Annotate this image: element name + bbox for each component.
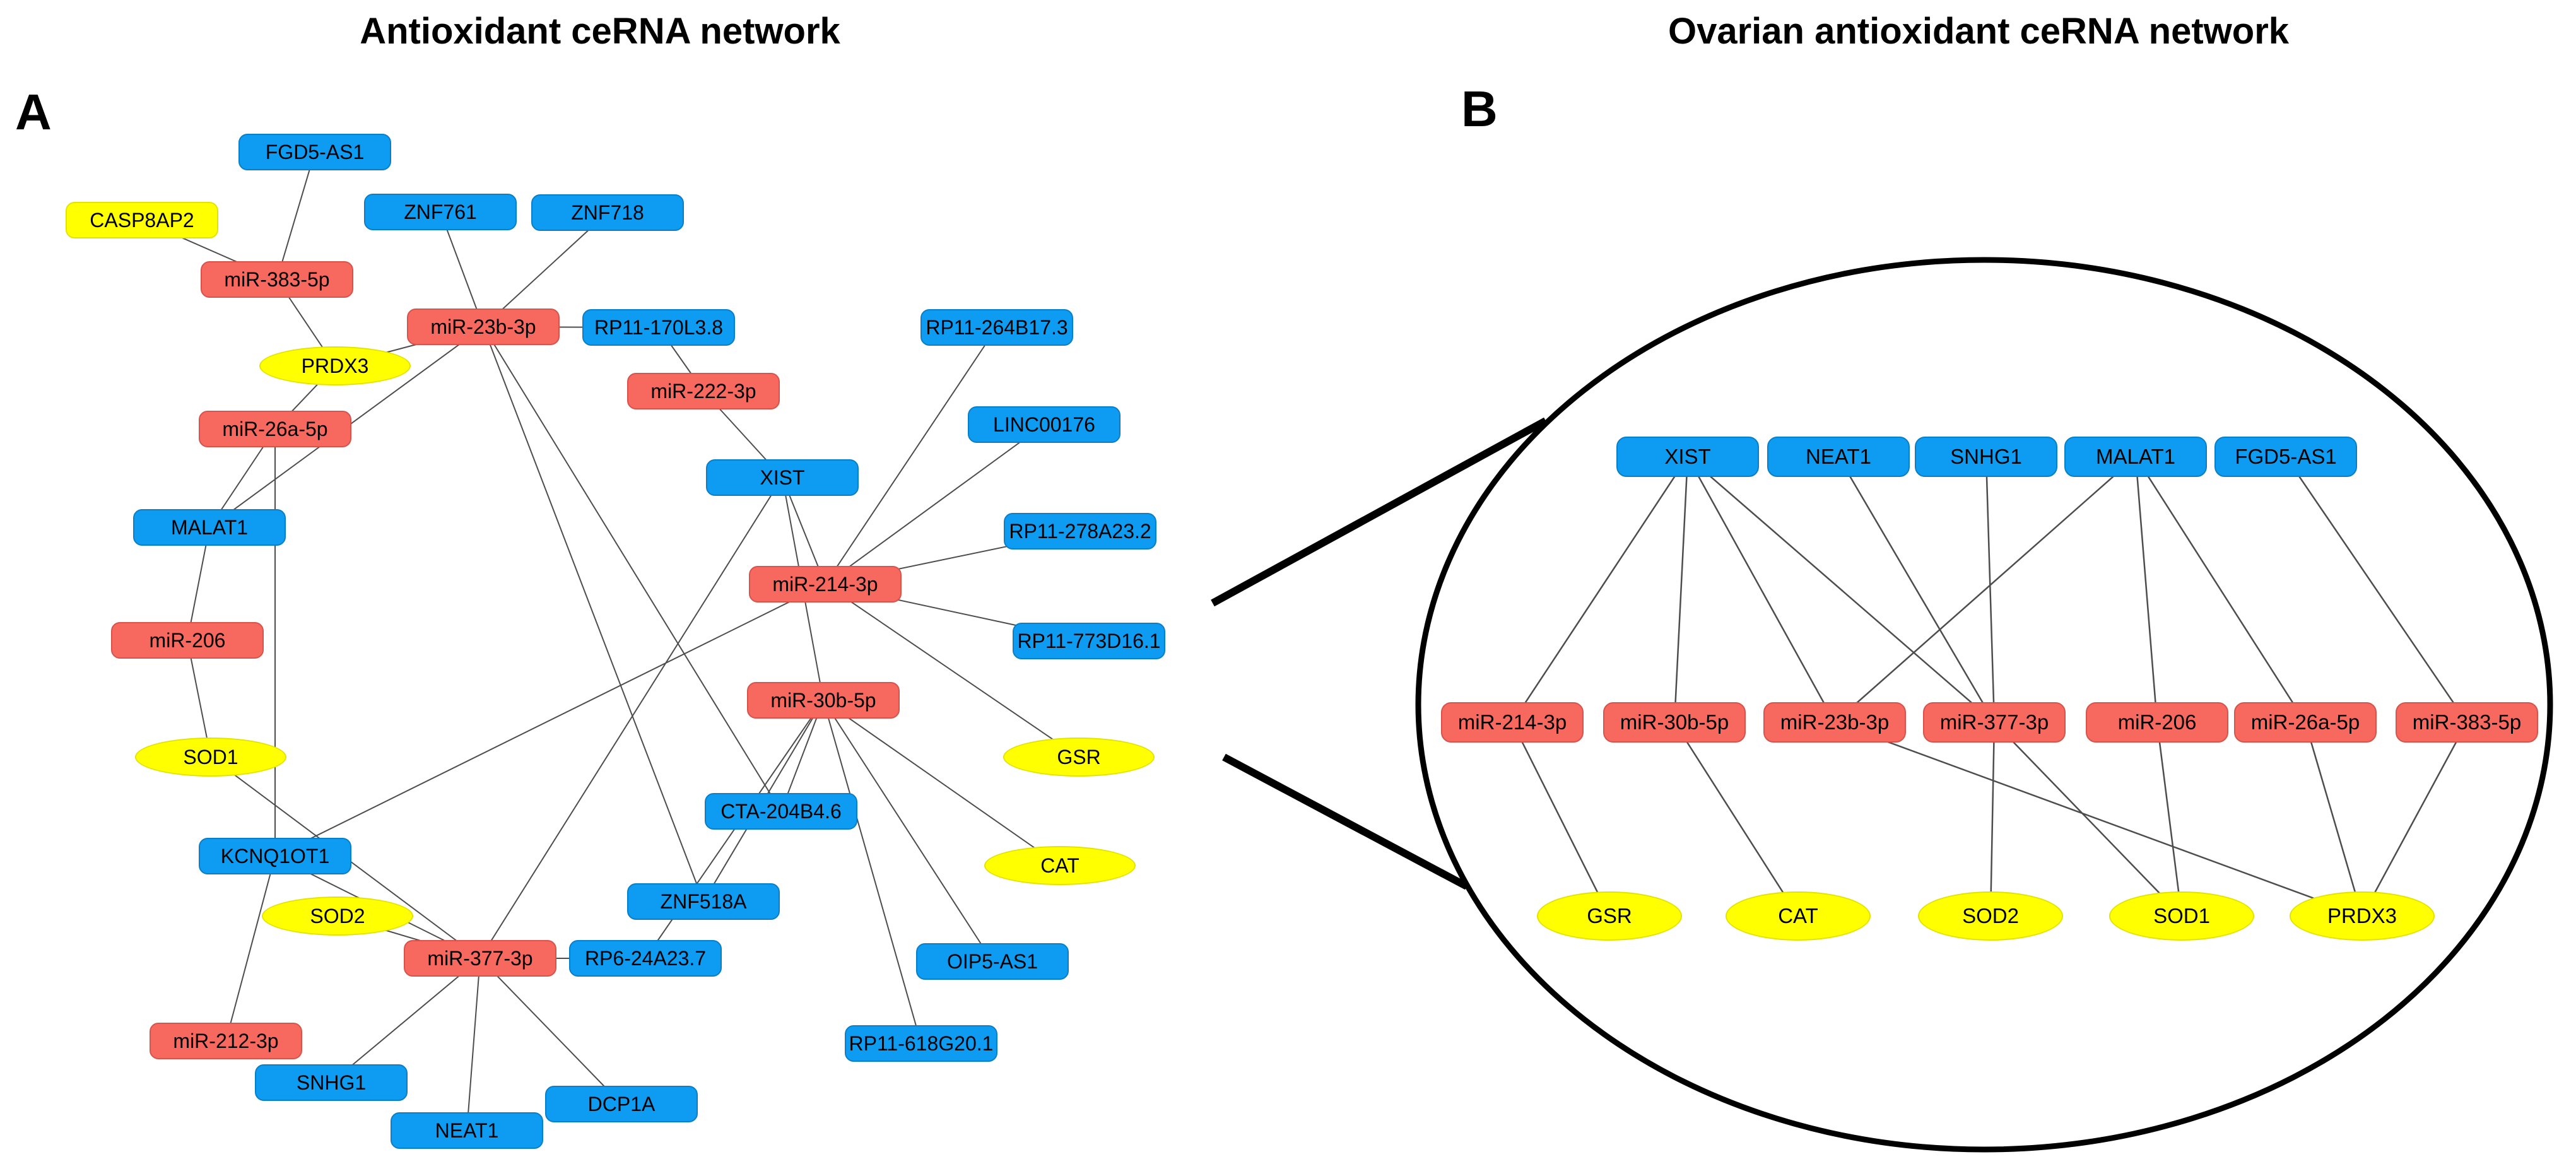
node-malat1: MALAT1 [133,509,286,546]
node-sod2: SOD2 [1918,891,2063,941]
edge-miR-23b-3p--PRDX3 [1834,721,2363,917]
node-mir-377-3p: miR-377-3p [1923,702,2066,743]
edge-ZNF718--miR-23b-3p [483,212,608,327]
node-sod1: SOD1 [135,738,286,777]
edge-miR-214-3p--GSR [1511,722,1611,917]
node-rp11-773d16.1: RP11-773D16.1 [1013,623,1165,659]
node-znf518a: ZNF518A [627,883,780,920]
node-mir-30b-5p: miR-30b-5p [1603,702,1746,743]
node-mir-214-3p: miR-214-3p [749,566,902,603]
node-cat: CAT [1726,891,1871,941]
node-mir-26a-5p: miR-26a-5p [199,411,351,447]
node-mir-214-3p: miR-214-3p [1441,702,1584,743]
edge-miR-377-3p--NEAT1 [466,958,481,1131]
node-kcnq1ot1: KCNQ1OT1 [199,838,351,874]
node-prdx3: PRDX3 [2290,891,2435,941]
edge-FGD5-AS1--miR-383-5p [2285,456,2468,723]
node-gsr: GSR [1003,738,1155,777]
node-znf718: ZNF718 [531,194,684,231]
edge-XIST--miR-30b-5p [1673,456,1689,723]
node-rp11-264b17.3: RP11-264B17.3 [920,309,1073,346]
edge-XIST--miR-377-3p [479,477,783,959]
node-mir-23b-3p: miR-23b-3p [407,309,560,345]
panel-a-title: Antioxidant ceRNA network [360,11,840,52]
node-fgd5-as1: FGD5-AS1 [2214,437,2357,477]
node-fgd5-as1: FGD5-AS1 [238,134,391,170]
edge-LINC00176--miR-214-3p [825,424,1045,585]
edge-miR-377-3p--SOD1 [1994,722,2182,917]
node-xist: XIST [706,459,859,496]
edge-XIST--miR-214-3p [1511,456,1689,723]
node-mir-30b-5p: miR-30b-5p [747,682,900,719]
node-linc00176: LINC00176 [968,406,1120,443]
node-neat1: NEAT1 [1767,437,1910,477]
edge-miR-30b-5p--CTA-204B4.6 [780,700,824,812]
edge-MALAT1--miR-23b-3p [1834,456,2136,723]
edge-MALAT1--miR-206 [2134,456,2158,723]
edge-XIST--miR-23b-3p [1686,456,1836,723]
edge-miR-30b-5p--CAT [1673,722,1799,917]
edge-miR-30b-5p--OIP5-AS1 [823,700,993,962]
node-znf761: ZNF761 [364,194,517,230]
node-dcp1a: DCP1A [545,1086,698,1122]
edge-miR-23b-3p--CTA-204B4.6 [483,326,782,812]
edge-XIST--miR-377-3p [1687,456,1995,723]
node-rp6-24a23.7: RP6-24A23.7 [569,940,722,977]
zoom-ellipse-outline [1415,257,2553,1153]
node-mir-212-3p: miR-212-3p [150,1023,302,1059]
node-cta-204b4.6: CTA-204B4.6 [705,793,857,830]
edge-MALAT1--miR-206 [187,527,210,641]
node-prdx3: PRDX3 [259,346,411,385]
edge-miR-377-3p--SOD2 [1989,722,1996,917]
edge-miR-30b-5p--CAT [823,700,1061,866]
edge-miR-377-3p--SNHG1 [331,958,481,1083]
node-xist: XIST [1616,437,1759,477]
node-gsr: GSR [1537,891,1682,941]
node-mir-26a-5p: miR-26a-5p [2234,702,2377,743]
node-snhg1: SNHG1 [255,1064,408,1101]
node-rp11-170l3.8: RP11-170L3.8 [582,309,735,346]
node-snhg1: SNHG1 [1915,437,2057,477]
edge-FGD5-AS1--miR-383-5p [276,151,315,280]
node-mir-23b-3p: miR-23b-3p [1763,702,1906,743]
zoom-wedge-line-2 [1222,753,1469,890]
edge-MALAT1--miR-26a-5p [2134,456,2307,723]
node-casp8ap2: CASP8AP2 [66,202,218,238]
node-neat1: NEAT1 [391,1112,543,1149]
panel-a-label: A [15,84,52,140]
node-sod2: SOD2 [262,897,413,936]
node-mir-383-5p: miR-383-5p [201,261,353,298]
node-sod1: SOD1 [2109,891,2254,941]
node-mir-383-5p: miR-383-5p [2396,702,2538,743]
panel-b-title: Ovarian antioxidant ceRNA network [1667,11,2290,52]
node-mir-206: miR-206 [111,622,264,659]
edge-miR-206--SOD1 [2156,722,2183,917]
node-malat1: MALAT1 [2064,437,2207,477]
node-mir-222-3p: miR-222-3p [627,373,780,409]
edge-RP11-264B17.3--miR-214-3p [825,327,997,585]
zoom-wedge-line-1 [1211,417,1548,607]
edge-SNHG1--miR-377-3p [1985,456,1996,723]
edge-miR-377-3p--DCP1A [479,958,622,1105]
node-cat: CAT [984,846,1136,885]
edge-miR-383-5p--PRDX3 [2361,722,2468,917]
edge-KCNQ1OT1--miR-212-3p [225,855,276,1042]
node-mir-206: miR-206 [2086,702,2228,743]
node-mir-377-3p: miR-377-3p [404,940,556,977]
node-rp11-618g20.1: RP11-618G20.1 [845,1025,997,1062]
edge-NEAT1--miR-377-3p [1837,456,1996,723]
edge-miR-26a-5p--PRDX3 [2304,722,2363,917]
panel-b-label: B [1461,81,1498,137]
edge-miR-23b-3p--ZNF518A [483,326,704,902]
edge-ZNF761--miR-23b-3p [440,211,484,327]
node-rp11-278a23.2: RP11-278A23.2 [1004,513,1156,550]
node-oip5-as1: OIP5-AS1 [916,943,1069,980]
edge-miR-214-3p--GSR [825,584,1079,758]
edge-miR-30b-5p--RP11-618G20.1 [823,700,922,1044]
edge-miR-214-3p--KCNQ1OT1 [274,584,826,857]
